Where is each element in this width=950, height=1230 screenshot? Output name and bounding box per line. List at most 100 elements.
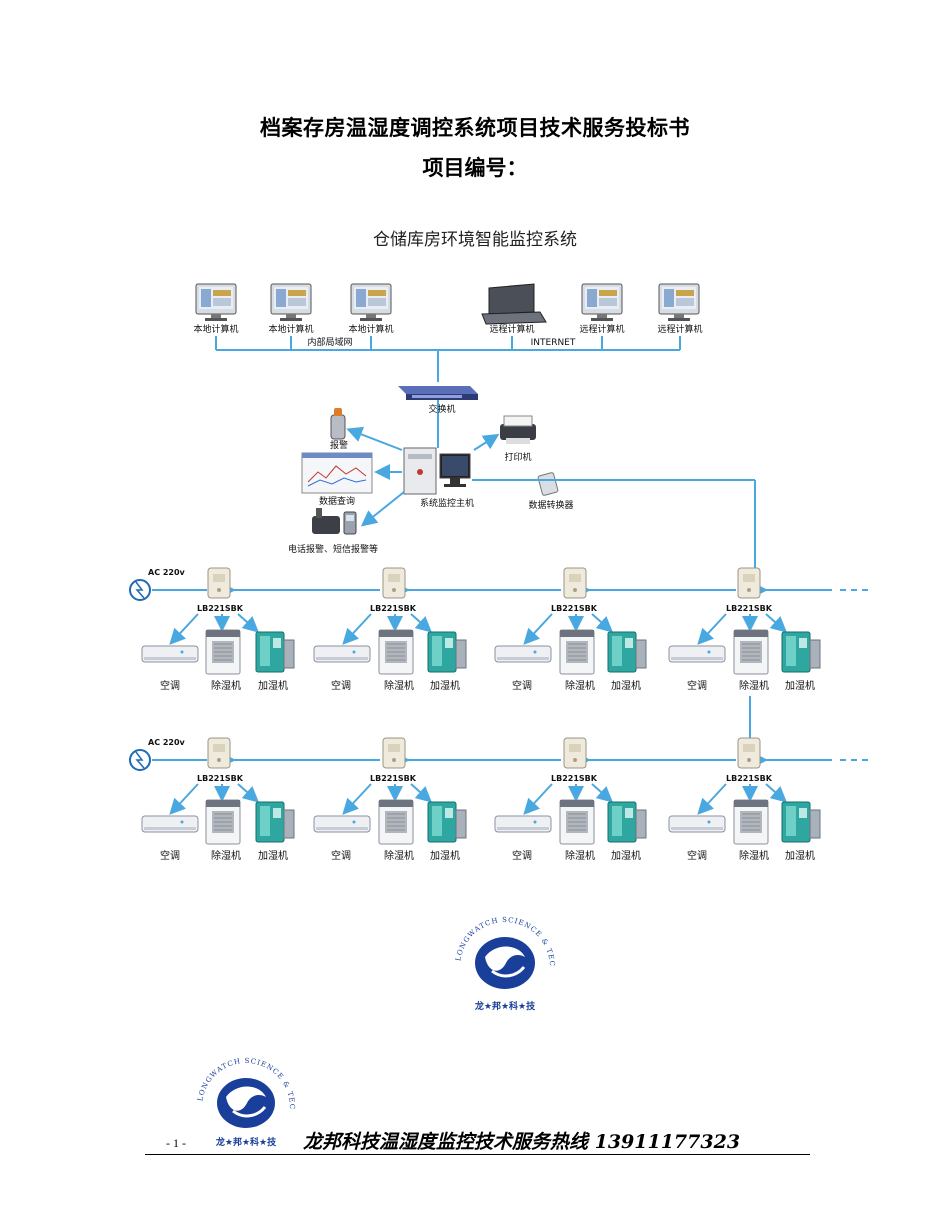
humidifier-icon	[607, 801, 647, 843]
controller-label: LB221SBK	[551, 604, 598, 613]
device-label: 加湿机	[430, 679, 460, 692]
phone-alarm-label: 电话报警、短信报警等	[288, 543, 378, 555]
lan-label: 内部局域网	[307, 336, 352, 348]
diagram-title: 仓储库房环境智能监控系统	[373, 230, 577, 250]
row2-device-arrows	[169, 783, 787, 815]
computer-label: 远程计算机	[657, 323, 702, 335]
computer-label: 远程计算机	[579, 323, 624, 335]
computer-label: 本地计算机	[348, 323, 393, 335]
device-label: 除湿机	[384, 849, 414, 862]
controller-label: LB221SBK	[726, 774, 773, 783]
dehumidifier-icon	[205, 799, 241, 845]
device-label: 空调	[687, 849, 707, 862]
device-label: 除湿机	[739, 679, 769, 692]
controller-label: LB221SBK	[197, 774, 244, 783]
dehumidifier-icon	[559, 629, 595, 675]
switch-icon	[398, 386, 478, 400]
controller-label: LB221SBK	[370, 604, 417, 613]
air-conditioner-icon	[668, 815, 726, 833]
printer-icon	[500, 415, 536, 444]
air-conditioner-icon	[313, 645, 371, 663]
device-label: 空调	[160, 849, 180, 862]
phone-icon	[312, 508, 357, 535]
humidifier-icon	[427, 801, 467, 843]
footer-logo: LONGWATCH SCIENCE & TECHNOLOGY 龙★邦★科★技	[188, 1045, 295, 1148]
device-label: 加湿机	[611, 679, 641, 692]
controller-label: LB221SBK	[726, 604, 773, 613]
device-label: 空调	[512, 849, 532, 862]
system-diagram: 仓储库房环境智能监控系统 本地计算机 本地计算机 本地计算机 远程计算机 远程计…	[129, 230, 870, 862]
computer-icon	[658, 283, 700, 322]
controller-icon	[382, 567, 406, 599]
device-label: 空调	[331, 849, 351, 862]
switch-label: 交换机	[428, 403, 455, 415]
device-label: 加湿机	[611, 849, 641, 862]
air-conditioner-icon	[494, 815, 552, 833]
computer-icon	[195, 283, 237, 322]
svg-text:龙★邦★科★技: 龙★邦★科★技	[215, 1136, 277, 1148]
query-label: 数据查询	[319, 495, 355, 507]
air-conditioner-icon	[313, 815, 371, 833]
printer-label: 打印机	[504, 451, 531, 463]
power-source-icon	[129, 579, 151, 601]
humidifier-icon	[427, 631, 467, 673]
controller-icon	[207, 567, 231, 599]
alarm-label: 报警	[330, 439, 348, 451]
computer-label: 本地计算机	[268, 323, 313, 335]
computer-label: 本地计算机	[193, 323, 238, 335]
company-logo: LONGWATCH SCIENCE & TECHNOLOGY 龙★邦★科★技	[440, 905, 555, 1012]
humidifier-icon	[781, 631, 821, 673]
device-label: 加湿机	[785, 679, 815, 692]
computer-icon	[350, 283, 392, 322]
device-label: 除湿机	[565, 849, 595, 862]
data-query-screenshot	[301, 452, 373, 494]
controller-label: LB221SBK	[370, 774, 417, 783]
humidifier-icon	[255, 801, 295, 843]
device-label: 除湿机	[739, 849, 769, 862]
controller-icon	[737, 567, 761, 599]
device-label: 空调	[512, 679, 532, 692]
dehumidifier-icon	[733, 629, 769, 675]
host-label: 系统监控主机	[420, 497, 474, 509]
device-label: 除湿机	[565, 679, 595, 692]
controller-icon	[382, 737, 406, 769]
computer-icon	[581, 283, 623, 322]
controller-icon	[737, 737, 761, 769]
page-number: - 1 -	[166, 1136, 186, 1150]
power-label: AC 220v	[148, 738, 186, 747]
controller-label: LB221SBK	[197, 604, 244, 613]
power-source-icon	[129, 749, 151, 771]
air-conditioner-icon	[141, 645, 199, 663]
device-label: 除湿机	[211, 849, 241, 862]
device-label: 加湿机	[785, 849, 815, 862]
humidifier-icon	[781, 801, 821, 843]
device-label: 加湿机	[258, 679, 288, 692]
humidifier-icon	[255, 631, 295, 673]
device-label: 加湿机	[258, 849, 288, 862]
controller-icon	[563, 567, 587, 599]
device-label: 空调	[687, 679, 707, 692]
air-conditioner-icon	[141, 815, 199, 833]
network-lines	[215, 336, 681, 448]
converter-icon	[537, 472, 559, 496]
host-arrows	[346, 426, 500, 527]
controller-label: LB221SBK	[551, 774, 598, 783]
device-label: 加湿机	[430, 849, 460, 862]
bus-line	[472, 479, 756, 572]
humidifier-icon	[607, 631, 647, 673]
air-conditioner-icon	[668, 645, 726, 663]
device-label: 空调	[331, 679, 351, 692]
internet-label: INTERNET	[531, 338, 576, 348]
document-title: 档案存房温湿度调控系统项目技术服务投标书	[260, 116, 690, 140]
controller-icon	[207, 737, 231, 769]
row1-device-arrows	[169, 613, 787, 645]
computer-row	[195, 283, 700, 325]
laptop-icon	[481, 283, 547, 325]
dehumidifier-icon	[205, 629, 241, 675]
device-label: 空调	[160, 679, 180, 692]
dehumidifier-icon	[378, 629, 414, 675]
host-computer-icon	[403, 447, 471, 495]
dehumidifier-icon	[559, 799, 595, 845]
project-number-label: 项目编号：	[422, 156, 528, 180]
footer-rule	[145, 1154, 810, 1155]
